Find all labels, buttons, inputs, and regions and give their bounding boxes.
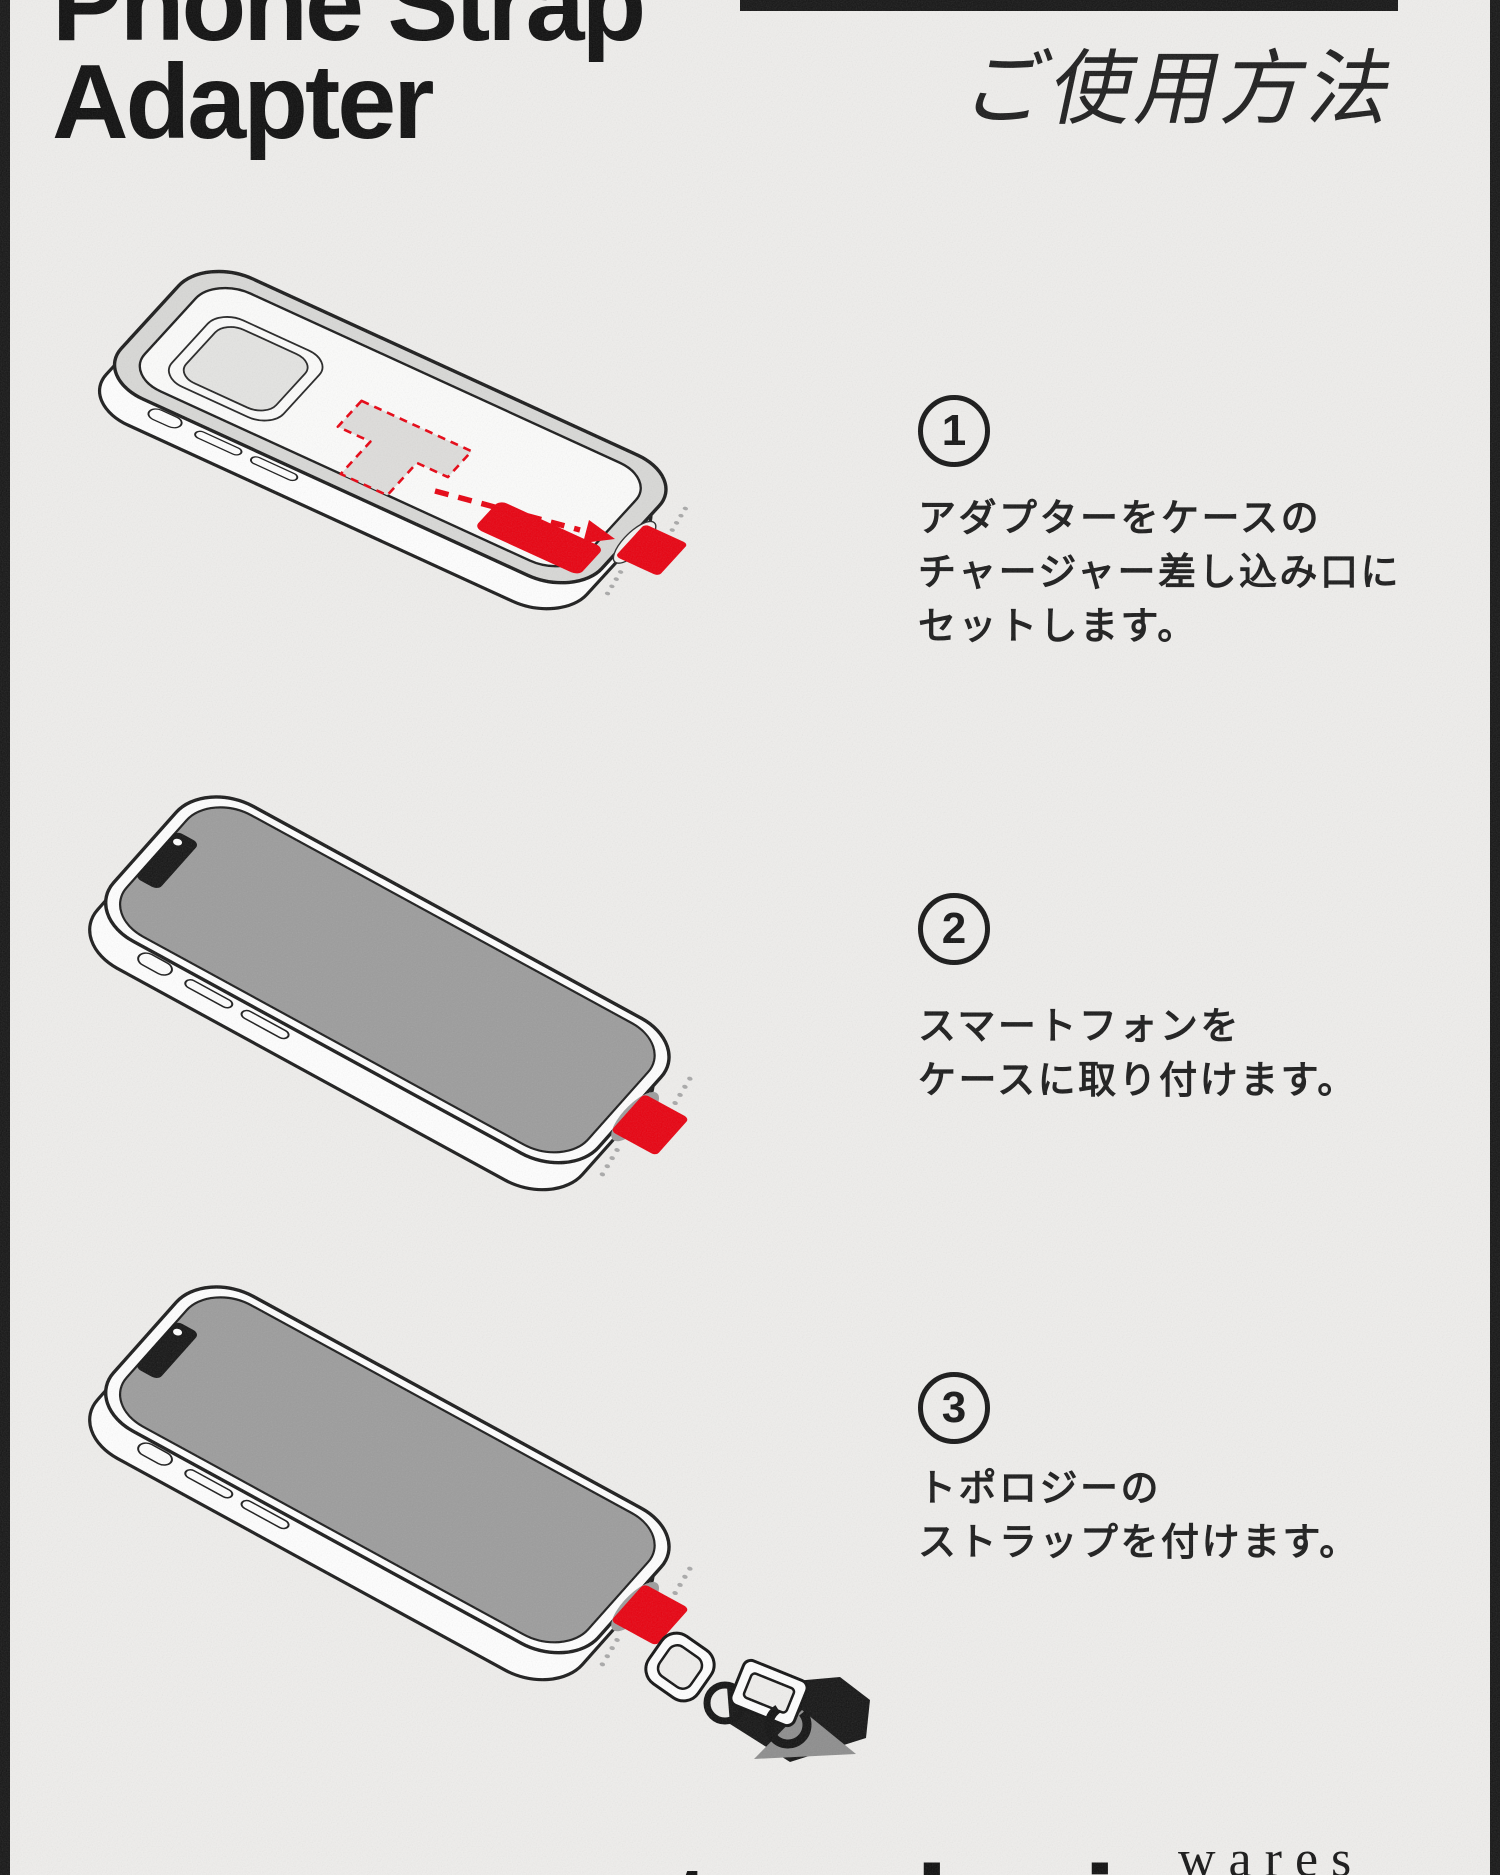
step-2-badge: 2 xyxy=(918,893,990,965)
strap-hardware xyxy=(644,1631,870,1762)
usage-heading: ご使用方法 xyxy=(956,44,1406,135)
step-3-text: トポロジーの ストラップを付けます。 xyxy=(918,1462,1360,1570)
step-2-line-1: スマートフォンを xyxy=(918,1006,1241,1048)
step-1-badge: 1 xyxy=(918,395,990,467)
step-1-line-3: セットします。 xyxy=(918,606,1198,648)
step-3-line-1: トポロジーの xyxy=(918,1468,1162,1510)
phone-with-strap-illustration xyxy=(40,1255,870,1762)
step-1-number: 1 xyxy=(941,406,967,455)
step-1-text: アダプターをケースの チャージャー差し込み口に セットします。 xyxy=(918,492,1401,654)
left-border xyxy=(0,0,10,1875)
brand-logo: topologie xyxy=(672,1840,1179,1875)
step-3-line-2: ストラップを付けます。 xyxy=(918,1522,1360,1564)
step-3-badge: 3 xyxy=(918,1372,990,1444)
header-rule xyxy=(740,0,1398,11)
step-2-line-2: ケースに取り付けます。 xyxy=(918,1060,1358,1102)
page-title: Phone Strap Adapter xyxy=(52,0,646,155)
step-1-line-1: アダプターをケースの xyxy=(918,498,1322,540)
title-line-2: Adapter xyxy=(52,42,435,161)
step-3-number: 3 xyxy=(941,1383,967,1432)
phone-in-case-illustration xyxy=(40,760,693,1230)
step-2-number: 2 xyxy=(941,904,967,953)
step-2-text: スマートフォンを ケースに取り付けます。 xyxy=(918,1000,1358,1108)
step-1-line-2: チャージャー差し込み口に xyxy=(918,552,1401,594)
brand-suffix: wares xyxy=(1178,1831,1365,1875)
right-border xyxy=(1490,0,1500,1875)
case-with-adapter-illustration xyxy=(40,225,688,655)
